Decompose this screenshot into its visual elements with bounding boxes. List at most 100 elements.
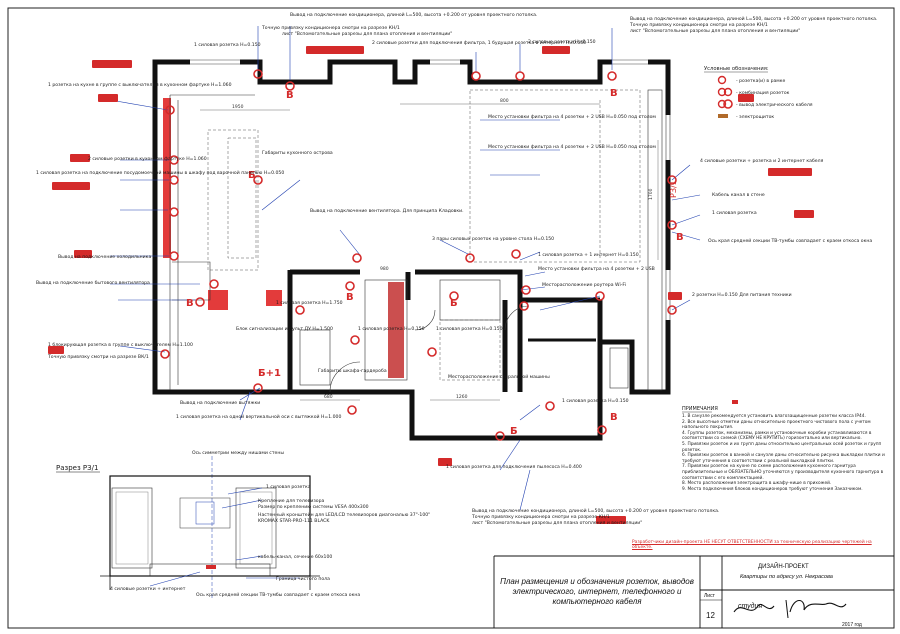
room-mark: В	[346, 292, 354, 303]
section-title: Разрез РЗ/1	[56, 464, 98, 472]
annotation: 1 силовая розетка на подключение посудом…	[36, 169, 284, 176]
annotation: 2 силовые розетки в кухонном фартуке H=1…	[88, 156, 207, 162]
annotation: Точную привязку смотри на разрезе ВК/1	[47, 354, 149, 360]
legend-item: - комбинация розеток	[736, 90, 790, 96]
socket-icon	[70, 154, 90, 162]
note-item: 7. Привязки розеток на кухне по схеме ра…	[682, 464, 884, 481]
annotation: 1 силовая розетка H=0.150	[194, 42, 261, 48]
socket-icon	[738, 94, 754, 102]
annotation: 1 силовая розетка + 1 интернет H=0.150	[538, 252, 639, 258]
annotation: Месторасположение стиральной машины	[448, 373, 550, 380]
note-item: 8. Место расположения электрощита в шкаф…	[682, 481, 832, 487]
kitchen-corner-block	[208, 290, 228, 310]
annotation: 2 розетки H=0.150 Для питания техники	[692, 292, 792, 298]
socket-icon	[595, 291, 605, 301]
legend-item: - розетка(и) в рамке	[736, 78, 786, 84]
annotation: Вывод на подключение холодильника	[58, 254, 151, 260]
socket-icon	[521, 285, 531, 295]
section-label: KROMAX STAR-PRO-111 BLACK	[258, 518, 330, 524]
cable-outlet-icon	[717, 99, 727, 109]
socket-icon	[52, 182, 90, 190]
annotation: Место установки фильтра на 4 розетки + 2…	[538, 266, 655, 272]
note-item: 2. Все высотные отметки даны относительн…	[682, 419, 871, 431]
annotation: 1 силовая розетка	[712, 210, 757, 216]
annotation: 2 силовые розетки H=0.150	[528, 39, 596, 45]
annotation: 1 силовая розетка для подключения пылесо…	[446, 464, 582, 470]
socket-icon	[253, 175, 263, 185]
notes-title: ПРИМЕЧАНИЯ	[682, 406, 718, 412]
socket-symbols: В В Б В В Б+1 В Б Б В РЗ/1	[48, 46, 814, 524]
socket-icon	[74, 250, 92, 258]
disclaimer: Разработчики дизайн-проекта НЕ НЕСУТ ОТВ…	[632, 540, 872, 551]
legend-item: - электрощиток	[736, 115, 774, 120]
socket-icon	[253, 383, 263, 393]
room-mark: Б	[248, 170, 256, 181]
plan-walls	[152, 59, 671, 441]
notes-list: 1. В санузле рекомендуется установить вл…	[682, 414, 888, 492]
annotation: 1 силовая розетка H=0.150	[436, 326, 503, 332]
dimension-values: 1950 680 1260 800 1700 980	[232, 98, 654, 400]
annotation: Вывод на подключение вентилятора. Для пр…	[310, 208, 464, 214]
leader-lines	[109, 26, 701, 511]
socket-icon	[350, 335, 360, 345]
note-item: 6. Привязки розеток в ванной и санузле д…	[682, 453, 885, 464]
electrical-panel-icon	[718, 114, 728, 118]
room-mark: В	[286, 90, 294, 101]
socket-icon	[427, 347, 437, 357]
socket-icon	[169, 155, 179, 165]
annotation: 3 пары силовых розеток на уровне стола H…	[432, 236, 554, 242]
section-label: Крепление для телевизора	[258, 498, 325, 504]
socket-icon	[495, 431, 505, 441]
socket-icon	[449, 291, 459, 301]
socket-icon	[306, 46, 364, 54]
section-label: Ось края средней секции ТВ-тумбы совпада…	[196, 591, 360, 598]
annotation: Месторасположение роутера Wi-Fi	[542, 282, 626, 288]
project-label: ДИЗАЙН-ПРОЕКТ	[758, 562, 809, 570]
socket-icon	[169, 207, 179, 217]
socket-icon	[253, 69, 263, 79]
notes-block: ПРИМЕЧАНИЯ	[682, 406, 718, 413]
legend-item: - вывод электрического кабеля	[736, 102, 813, 108]
socket-icon	[597, 425, 607, 435]
socket-icon	[195, 297, 205, 307]
socket-icon	[768, 168, 812, 176]
annotation: 2 силовые розетки для подключения фильтр…	[372, 40, 586, 46]
socket-icon	[542, 46, 570, 54]
partition-block	[266, 290, 282, 306]
svg-text:1260: 1260	[456, 394, 468, 400]
kitchen-island-outline	[207, 129, 259, 271]
annotation: Кабель канал в стене	[712, 192, 765, 198]
socket-icon	[48, 346, 64, 354]
socket-icon	[352, 253, 362, 263]
svg-text:980: 980	[380, 266, 389, 272]
room-mark: В	[676, 232, 684, 243]
signature-text: студия	[738, 602, 762, 610]
studio-signature: студия	[733, 599, 847, 619]
room-mark: Б	[510, 426, 518, 437]
socket-icon	[465, 253, 475, 263]
annotation: Ось края средней секции ТВ-тумбы совпада…	[708, 237, 872, 244]
room-mark: Б	[450, 298, 458, 309]
project-year: 2017 год	[842, 622, 862, 628]
annotation: Блок сигнализации и пульт ДУ H=1.500	[236, 326, 333, 332]
annotation: Вывод на подключение вытяжки	[180, 400, 260, 406]
annotation: Вывод на подключение кондиционера, длино…	[472, 507, 719, 514]
socket-frame-icon	[717, 75, 727, 85]
socket-icon	[209, 279, 219, 289]
socket-icon	[519, 301, 529, 311]
annotation: Точную привязку кондиционера смотри на р…	[471, 514, 610, 520]
section-mark: РЗ/1	[669, 180, 678, 198]
plan-title: План размещения и обозначения розеток, в…	[500, 577, 694, 606]
section-label: 1 силовая розетка	[266, 484, 311, 490]
annotation: Вывод на подключение кондиционера, длино…	[290, 11, 537, 18]
annotation: 1 силовая розетка H=1.750	[276, 300, 343, 306]
title-block: Лист 12 ДИЗАЙН-ПРОЕКТ Квартиры по адресу…	[493, 555, 894, 628]
socket-icon	[667, 220, 677, 230]
kitchen-apron-strip	[163, 98, 171, 258]
note-item: 9. Места подключения блоков кондиционеро…	[682, 486, 863, 492]
socket-icon	[667, 305, 677, 315]
socket-icon	[607, 71, 617, 81]
plan-annotations: Вывод на подключение кондиционера, длино…	[36, 11, 877, 526]
annotation: Вывод на подключение бытового вентилятор…	[36, 280, 150, 286]
sheet-frame	[7, 7, 895, 629]
